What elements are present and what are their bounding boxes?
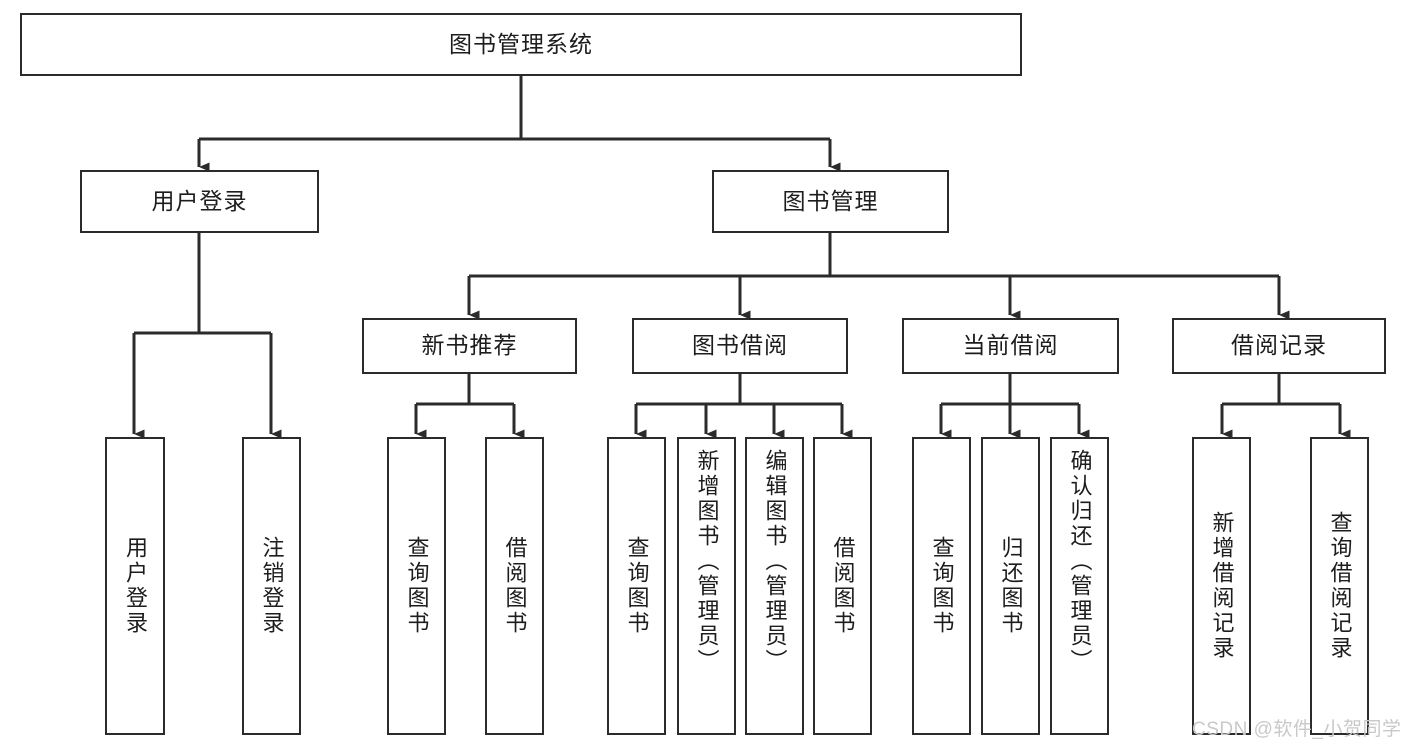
node-leaf-borrow-book-2[interactable]: 借阅图书: [813, 437, 872, 735]
node-leaf-query-book-3-label: 查询图书: [929, 536, 955, 636]
node-leaf-borrow-book-1[interactable]: 借阅图书: [485, 437, 544, 735]
node-leaf-user-login[interactable]: 用户登录: [105, 437, 165, 735]
node-leaf-edit-book[interactable]: 编辑图书（管理员）: [745, 437, 804, 735]
node-user-login-label: 用户登录: [151, 187, 248, 214]
node-leaf-return-book[interactable]: 归还图书: [981, 437, 1040, 735]
node-leaf-add-record[interactable]: 新增借阅记录: [1192, 437, 1251, 735]
node-leaf-user-login-label: 用户登录: [123, 536, 148, 636]
csdn-watermark: CSDN @软件_小贺同学: [1192, 719, 1402, 740]
node-leaf-query-book-2-label: 查询图书: [624, 536, 650, 636]
node-leaf-user-logout-label: 注销登录: [259, 536, 285, 636]
node-leaf-confirm-return-label: 确认归还（管理员）: [1067, 449, 1093, 674]
node-borrow-record-label: 借阅记录: [1231, 332, 1327, 359]
node-leaf-query-record[interactable]: 查询借阅记录: [1310, 437, 1369, 735]
node-leaf-confirm-return[interactable]: 确认归还（管理员）: [1050, 437, 1109, 735]
node-leaf-query-book-2[interactable]: 查询图书: [607, 437, 666, 735]
node-root-label: 图书管理系统: [449, 30, 593, 57]
node-book-manage[interactable]: 图书管理: [712, 170, 949, 233]
node-leaf-add-book-label: 新增图书（管理员）: [694, 449, 720, 674]
node-leaf-query-record-label: 查询借阅记录: [1327, 511, 1353, 661]
node-leaf-user-logout[interactable]: 注销登录: [242, 437, 301, 735]
node-leaf-query-book-1[interactable]: 查询图书: [387, 437, 446, 735]
node-leaf-query-book-1-label: 查询图书: [404, 536, 430, 636]
node-current-borrow[interactable]: 当前借阅: [902, 318, 1119, 374]
node-leaf-add-book[interactable]: 新增图书（管理员）: [677, 437, 736, 735]
node-book-manage-label: 图书管理: [782, 187, 879, 214]
node-book-borrow-label: 图书借阅: [692, 332, 788, 359]
node-leaf-edit-book-label: 编辑图书（管理员）: [762, 449, 788, 674]
node-current-borrow-label: 当前借阅: [962, 332, 1059, 359]
node-borrow-record[interactable]: 借阅记录: [1172, 318, 1386, 374]
node-leaf-borrow-book-2-label: 借阅图书: [830, 536, 856, 636]
node-new-book-recommend[interactable]: 新书推荐: [362, 318, 577, 374]
node-leaf-return-book-label: 归还图书: [998, 536, 1024, 636]
node-book-borrow[interactable]: 图书借阅: [632, 318, 848, 374]
node-leaf-add-record-label: 新增借阅记录: [1209, 511, 1235, 661]
node-leaf-borrow-book-1-label: 借阅图书: [502, 536, 528, 636]
node-leaf-query-book-3[interactable]: 查询图书: [912, 437, 971, 735]
node-root[interactable]: 图书管理系统: [20, 13, 1022, 76]
node-new-book-recommend-label: 新书推荐: [421, 332, 518, 359]
node-user-login[interactable]: 用户登录: [80, 170, 319, 233]
